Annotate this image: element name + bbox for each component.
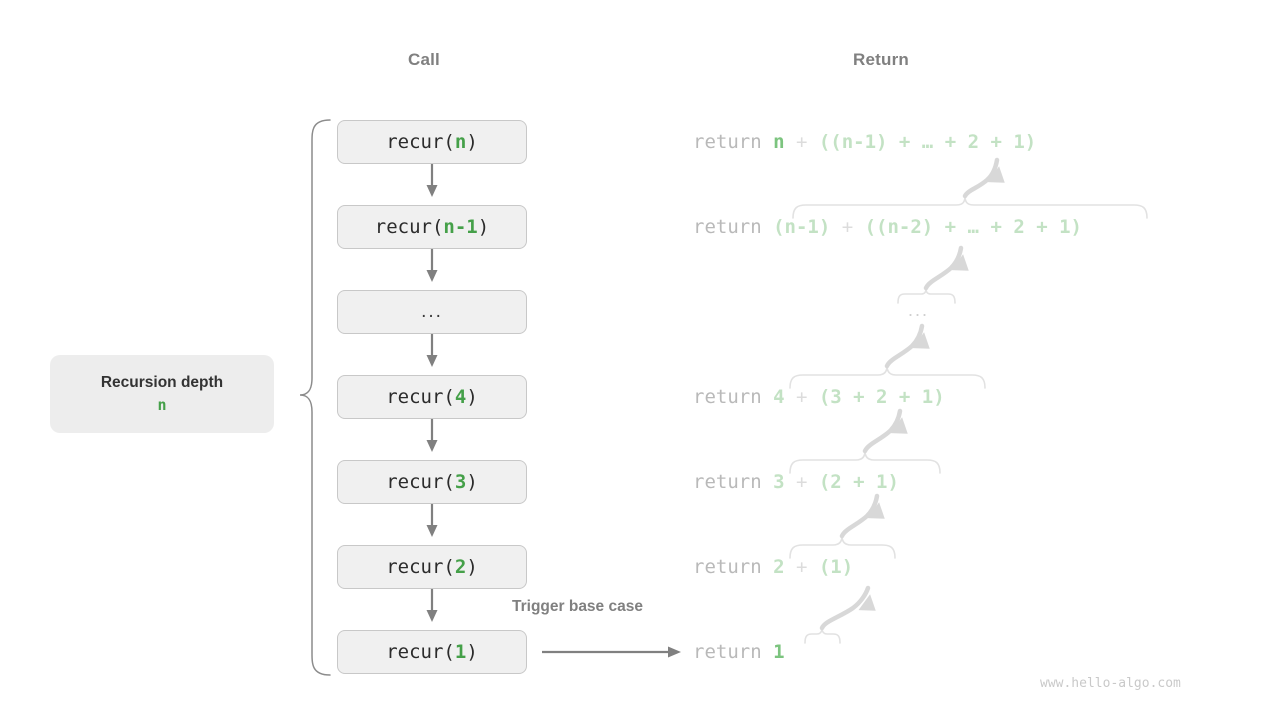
call-box-4[interactable]: recur(3) <box>337 460 527 504</box>
return-tail: ((n-1) + … + 2 + 1) <box>818 131 1037 153</box>
return-head: 4 <box>773 386 785 408</box>
return-keyword: return <box>693 216 774 238</box>
return-tail: (2 + 1) <box>818 471 899 493</box>
call-box-2-ellipsis[interactable]: ... <box>337 290 527 334</box>
call-box-suffix: ) <box>466 471 478 493</box>
trigger-base-case-arrow <box>542 646 681 658</box>
call-box-arg: n <box>454 131 467 153</box>
return-keyword: return <box>693 641 774 663</box>
call-box-prefix: recur( <box>374 216 444 238</box>
recursion-depth-title: Recursion depth <box>100 374 224 391</box>
call-box-1[interactable]: recur(n-1) <box>337 205 527 249</box>
return-row-0: return n + ((n-1) + … + 2 + 1) <box>693 127 1036 157</box>
call-box-suffix: ) <box>466 386 478 408</box>
call-box-prefix: recur( <box>386 641 455 663</box>
recursion-depth-brace <box>299 119 331 676</box>
return-keyword: return <box>693 556 774 578</box>
return-plus: + <box>784 556 819 578</box>
return-row-2-ellipsis: ... <box>908 300 930 320</box>
return-arrow-6 <box>819 585 871 631</box>
call-box-5[interactable]: recur(2) <box>337 545 527 589</box>
return-arrow-5 <box>839 493 880 539</box>
call-box-suffix: ) <box>466 556 478 578</box>
return-plus: + <box>784 471 819 493</box>
call-box-arg: ... <box>421 301 443 322</box>
recursion-depth-label: Recursion depth n <box>50 355 274 433</box>
call-box-prefix: recur( <box>386 471 455 493</box>
recursion-depth-value: n <box>157 396 167 414</box>
return-head: 3 <box>773 471 785 493</box>
call-box-arg: 1 <box>454 641 467 663</box>
return-plus: + <box>830 216 865 238</box>
return-head: 1 <box>773 641 785 663</box>
trigger-base-case-label: Trigger base case <box>512 598 643 615</box>
return-head: n <box>773 131 785 153</box>
return-arrow-2 <box>923 245 964 291</box>
return-arrow-4 <box>862 408 903 454</box>
return-head: (n-1) <box>773 216 831 238</box>
return-keyword: return <box>693 386 774 408</box>
return-row-1: return (n-1) + ((n-2) + … + 2 + 1) <box>693 212 1082 242</box>
return-brace-row7 <box>804 627 841 644</box>
return-plus: + <box>784 386 819 408</box>
return-row-3: return 4 + (3 + 2 + 1) <box>693 382 945 412</box>
call-box-suffix: ) <box>466 131 478 153</box>
return-arrow-1 <box>962 157 1000 199</box>
return-arrow-3 <box>884 323 925 369</box>
return-head: 2 <box>773 556 785 578</box>
call-box-0[interactable]: recur(n) <box>337 120 527 164</box>
return-tail: (3 + 2 + 1) <box>818 386 945 408</box>
return-row-5: return 2 + (1) <box>693 552 853 582</box>
call-box-prefix: recur( <box>386 131 455 153</box>
call-box-suffix: ) <box>477 216 490 238</box>
call-box-prefix: recur( <box>386 386 455 408</box>
return-keyword: return <box>693 131 774 153</box>
call-box-3[interactable]: recur(4) <box>337 375 527 419</box>
column-header-return: Return <box>853 50 909 69</box>
call-box-suffix: ) <box>466 641 478 663</box>
return-tail: ((n-2) + … + 2 + 1) <box>864 216 1082 238</box>
call-box-arg: n-1 <box>443 216 478 238</box>
call-box-arg: 2 <box>454 556 467 578</box>
return-row-4: return 3 + (2 + 1) <box>693 467 899 497</box>
column-header-call: Call <box>408 50 440 69</box>
call-box-prefix: recur( <box>386 556 455 578</box>
return-plus: + <box>784 131 819 153</box>
return-keyword: return <box>693 471 774 493</box>
call-box-arg: 3 <box>454 471 467 493</box>
call-box-6[interactable]: recur(1) <box>337 630 527 674</box>
watermark: www.hello-algo.com <box>1040 676 1181 691</box>
call-box-arg: 4 <box>454 386 467 408</box>
return-row-6: return 1 <box>693 637 785 667</box>
return-tail: (1) <box>818 556 854 578</box>
